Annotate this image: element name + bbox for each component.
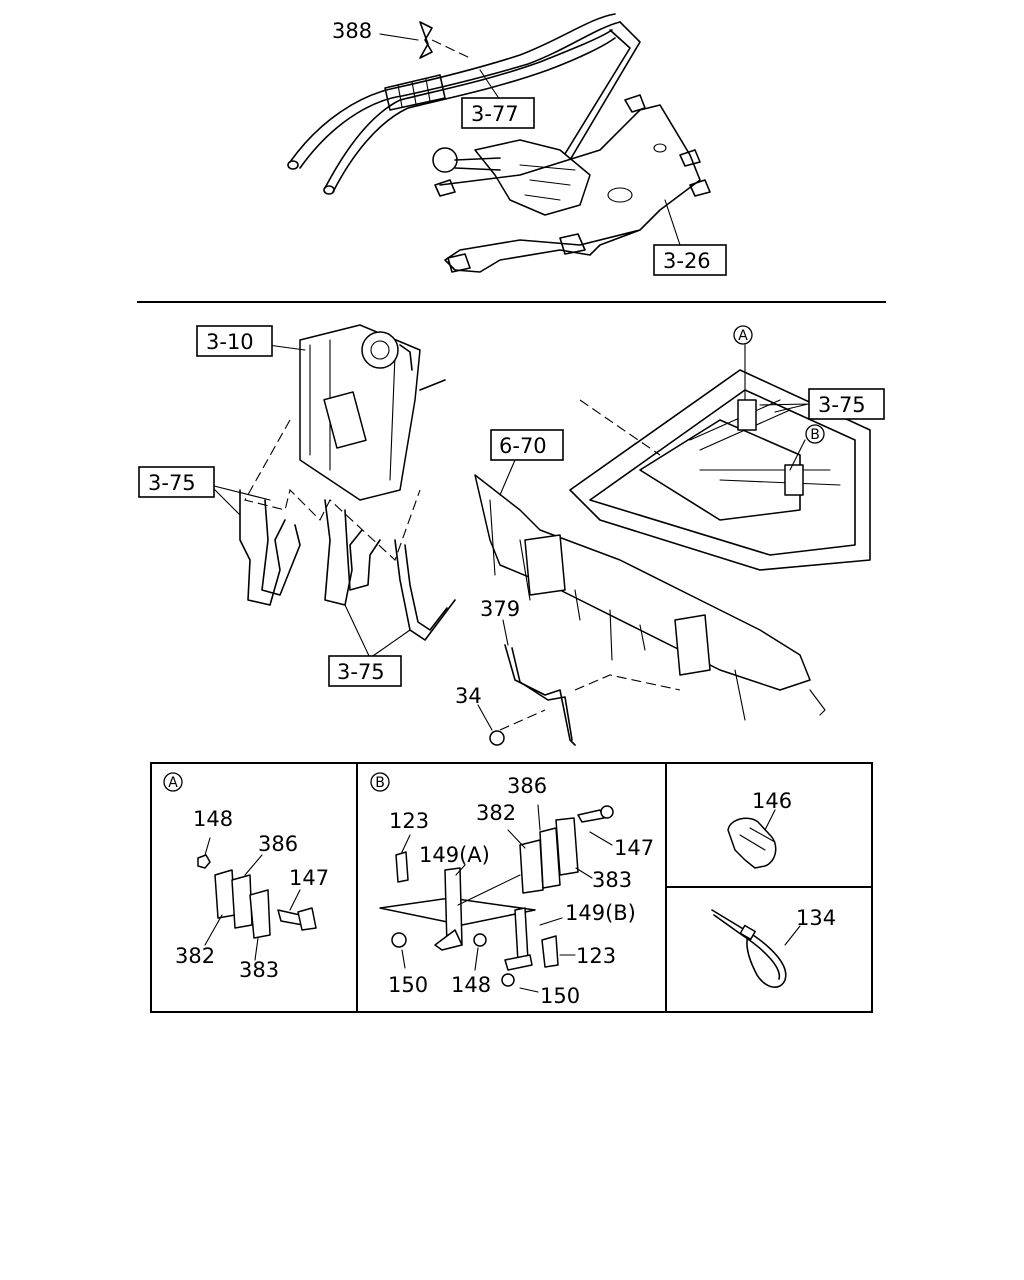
detail-b-383: 383 — [592, 868, 632, 892]
detail-a-circle — [163, 772, 183, 792]
detail-a-386: 386 — [258, 832, 298, 856]
ref-box-3-77 — [461, 97, 535, 129]
detail-b-386: 386 — [507, 774, 547, 798]
detail-b-150-left: 150 — [388, 973, 428, 997]
label-3-75-left: 3-75 — [148, 471, 196, 495]
detail-a-147: 147 — [289, 866, 329, 890]
label-3-10: 3-10 — [206, 330, 254, 354]
detail-b-147: 147 — [614, 836, 654, 860]
detail-clip-146 — [727, 809, 777, 869]
detail-b-148: 148 — [451, 973, 491, 997]
detail-a-383: 383 — [239, 958, 279, 982]
detail-b-title: B — [375, 775, 385, 791]
label-388: 388 — [332, 19, 372, 43]
label-379: 379 — [480, 597, 520, 621]
label-3-26: 3-26 — [663, 249, 711, 273]
detail-b-382: 382 — [476, 801, 516, 825]
label-3-75-right: 3-75 — [818, 393, 866, 417]
middle-assembly — [209, 324, 871, 746]
ref-box-3-26 — [653, 244, 727, 276]
label-34: 34 — [455, 684, 482, 708]
callout-circle-a — [733, 325, 753, 345]
detail-b-149b: 149(B) — [565, 901, 636, 925]
ref-box-3-75-left — [138, 466, 215, 498]
label-6-70: 6-70 — [499, 434, 547, 458]
detail-tie-134 — [711, 909, 801, 988]
detail-a-title: A — [168, 775, 178, 791]
callout-a: A — [738, 328, 748, 344]
label-3-77: 3-77 — [471, 102, 519, 126]
detail-d-134: 134 — [796, 906, 836, 930]
ref-box-6-70 — [490, 429, 564, 461]
detail-b-123-top: 123 — [389, 809, 429, 833]
detail-a-382: 382 — [175, 944, 215, 968]
detail-a-148: 148 — [193, 807, 233, 831]
ref-box-3-75-right — [808, 388, 885, 420]
ref-box-3-10 — [196, 325, 273, 357]
detail-table — [150, 762, 873, 1013]
detail-a-parts — [197, 837, 317, 961]
detail-b-parts — [379, 804, 614, 993]
detail-b-circle — [370, 772, 390, 792]
detail-b-150-right: 150 — [540, 984, 580, 1008]
ref-box-3-75-bottom — [328, 655, 402, 687]
label-3-75-bottom: 3-75 — [337, 660, 385, 684]
callout-b: B — [810, 427, 820, 443]
detail-b-149a: 149(A) — [419, 843, 490, 867]
detail-b-123-bottom: 123 — [576, 944, 616, 968]
top-assembly — [287, 13, 711, 273]
detail-c-146: 146 — [752, 789, 792, 813]
callout-circle-b — [805, 424, 825, 444]
